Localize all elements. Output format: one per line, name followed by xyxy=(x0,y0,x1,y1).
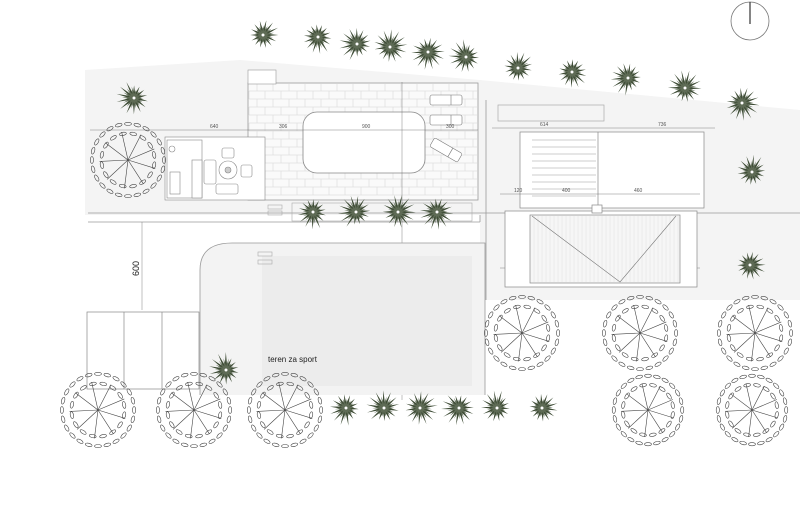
palm-tree-icon xyxy=(504,52,532,81)
planter-strip xyxy=(267,202,473,222)
sport-court-label: teren za sport xyxy=(268,355,318,364)
deciduous-tree-icon xyxy=(89,121,167,199)
palm-tree-icon xyxy=(737,154,766,185)
palm-tree-icon xyxy=(481,390,510,422)
palm-tree-icon xyxy=(441,395,474,426)
north-arrow-icon xyxy=(730,1,770,41)
sun-loungers xyxy=(429,94,463,162)
parking-spaces xyxy=(86,311,200,390)
dim-deck-right: 300 xyxy=(446,124,455,130)
palm-tree-icon xyxy=(297,199,326,230)
lounge-area xyxy=(164,136,266,201)
court-benches xyxy=(257,251,273,265)
palm-tree-icon xyxy=(405,391,438,425)
palm-tree-icon xyxy=(374,29,408,62)
palm-tree-icon xyxy=(411,37,445,70)
palm-tree-icon xyxy=(558,59,587,88)
deciduous-tree-icon xyxy=(155,371,233,449)
palm-tree-icon xyxy=(726,87,760,121)
dim-bay-1: 120 xyxy=(514,188,523,194)
dim-house-left: 614 xyxy=(540,122,549,128)
swimming-pool xyxy=(302,111,426,174)
palm-tree-icon xyxy=(250,20,279,48)
shower-box xyxy=(247,69,277,85)
dim-deck-left: 306 xyxy=(279,124,288,130)
palm-tree-icon xyxy=(116,82,148,115)
palm-tree-icon xyxy=(667,70,702,102)
deciduous-tree-icon xyxy=(716,294,794,372)
palm-tree-icon xyxy=(610,63,641,96)
dim-bay-2: 400 xyxy=(562,188,571,194)
deciduous-tree-icon xyxy=(59,371,137,449)
deciduous-tree-icon xyxy=(611,373,685,447)
deciduous-tree-icon xyxy=(483,294,561,372)
palm-tree-icon xyxy=(339,27,371,61)
palm-tree-icon xyxy=(420,198,454,230)
palm-tree-icon xyxy=(529,393,558,422)
dim-bay-3: 460 xyxy=(634,188,643,194)
dim-pool-length: 900 xyxy=(362,124,371,130)
house xyxy=(497,104,705,288)
dim-parking-distance: 600 xyxy=(131,261,141,276)
deciduous-tree-icon xyxy=(601,294,679,372)
palm-tree-icon xyxy=(303,24,332,54)
dim-house-right: 736 xyxy=(658,122,667,128)
palm-tree-icon xyxy=(448,39,479,72)
dim-lounge-width: 640 xyxy=(210,124,219,130)
deciduous-tree-icon xyxy=(246,371,324,449)
sport-court-surface xyxy=(262,256,472,386)
palm-tree-icon xyxy=(382,194,416,228)
palm-tree-icon xyxy=(338,195,371,227)
palm-tree-icon xyxy=(330,394,359,426)
palm-tree-icon xyxy=(209,352,239,385)
palm-tree-icon xyxy=(737,251,766,280)
deciduous-tree-icon xyxy=(715,373,789,447)
palm-tree-icon xyxy=(366,390,400,422)
